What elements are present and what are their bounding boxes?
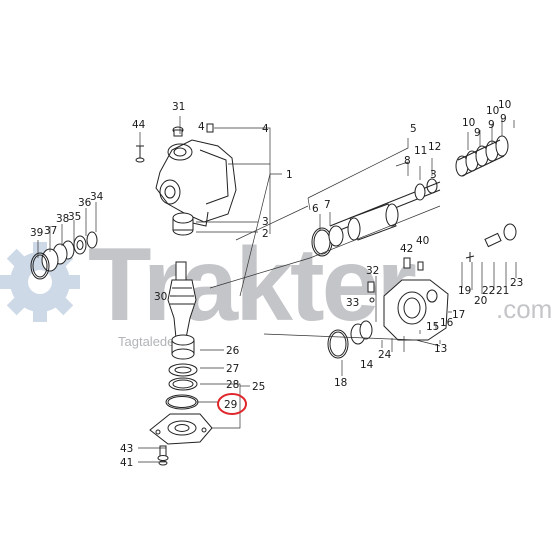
callout-15[interactable]: 15 [426, 321, 439, 333]
callout-33[interactable]: 33 [346, 297, 359, 309]
bolt-4 [206, 123, 214, 133]
callout-4[interactable]: 4 [262, 123, 269, 135]
callout-17[interactable]: 17 [452, 309, 465, 321]
callout-2[interactable]: 2 [262, 228, 269, 240]
callout-10-second[interactable]: 10 [486, 105, 499, 117]
callout-12[interactable]: 12 [428, 141, 441, 153]
callout-8[interactable]: 8 [404, 155, 411, 167]
callout-34[interactable]: 34 [90, 191, 104, 203]
callout-32[interactable]: 32 [366, 265, 379, 277]
callout-44[interactable]: 44 [132, 119, 146, 131]
part-drawings [30, 123, 517, 466]
callout-31[interactable]: 31 [172, 101, 185, 113]
callout-39[interactable]: 39 [30, 227, 43, 239]
callout-10[interactable]: 10 [462, 117, 475, 129]
callout-9[interactable]: 9 [474, 127, 481, 139]
valve-body [383, 279, 449, 341]
callout-16[interactable]: 16 [440, 317, 454, 329]
callout-9-third[interactable]: 9 [500, 113, 507, 125]
callout-7[interactable]: 7 [324, 199, 331, 211]
callout-4-bracket[interactable]: 4 [198, 121, 205, 133]
callout-21[interactable]: 21 [496, 285, 509, 297]
bearing-8-11 [414, 178, 438, 201]
callout-3[interactable]: 3 [262, 216, 269, 228]
callout-30[interactable]: 30 [154, 291, 167, 303]
highlight-ring-29 [217, 393, 247, 415]
callout-labels: 1 2 3 4 5 6 7 8 9 10 11 12 13 14 15 16 1… [30, 99, 523, 469]
retainer-ring [168, 377, 198, 391]
callout-29[interactable]: 29 [224, 399, 237, 411]
adjuster-stack [30, 231, 98, 280]
callout-25[interactable]: 25 [252, 381, 265, 393]
bolt-40-42 [403, 257, 424, 271]
bolt-44 [135, 145, 145, 163]
callout-23[interactable]: 23 [510, 277, 523, 289]
bearing-lower [171, 334, 195, 360]
callout-41[interactable]: 41 [120, 457, 133, 469]
callout-6[interactable]: 6 [312, 203, 319, 215]
callout-35[interactable]: 35 [68, 211, 81, 223]
bearing-upper [172, 212, 194, 236]
bolt-32-33 [367, 281, 375, 303]
callout-43[interactable]: 43 [120, 443, 133, 455]
seal-7 [328, 225, 344, 247]
callout-19[interactable]: 19 [458, 285, 471, 297]
callout-28[interactable]: 28 [226, 379, 239, 391]
callout-13[interactable]: 13 [434, 343, 447, 355]
plug-31 [172, 126, 184, 137]
watermark-domain: .com [496, 294, 552, 324]
callout-42[interactable]: 42 [400, 243, 413, 255]
callout-38[interactable]: 38 [56, 213, 69, 225]
callout-18[interactable]: 18 [334, 377, 347, 389]
callout-40[interactable]: 40 [416, 235, 429, 247]
watermark-tagline: Tagtaledelis [118, 334, 187, 349]
callout-3-side[interactable]: 3 [430, 169, 437, 181]
callout-20[interactable]: 20 [474, 295, 487, 307]
callout-11[interactable]: 11 [414, 145, 427, 157]
callout-5[interactable]: 5 [410, 123, 417, 135]
piston-rings-9-10 [455, 135, 509, 177]
callout-36[interactable]: 36 [78, 197, 92, 209]
callout-10-third[interactable]: 10 [498, 99, 511, 111]
callout-26[interactable]: 26 [226, 345, 240, 357]
steering-gear-housing [155, 139, 237, 227]
fittings-19-23 [465, 223, 517, 262]
side-cover [149, 413, 213, 445]
callout-1[interactable]: 1 [286, 169, 293, 181]
o-ring-29 [165, 394, 199, 410]
callout-24[interactable]: 24 [378, 349, 392, 361]
callout-37[interactable]: 37 [44, 225, 57, 237]
bearing-14 [350, 320, 373, 345]
callout-22[interactable]: 22 [482, 285, 495, 297]
callout-14[interactable]: 14 [360, 359, 374, 371]
callout-9-second[interactable]: 9 [488, 119, 495, 131]
callout-27[interactable]: 27 [226, 363, 239, 375]
o-ring-18 [327, 329, 349, 359]
oil-seal [168, 363, 198, 377]
leader-lines [37, 116, 517, 463]
